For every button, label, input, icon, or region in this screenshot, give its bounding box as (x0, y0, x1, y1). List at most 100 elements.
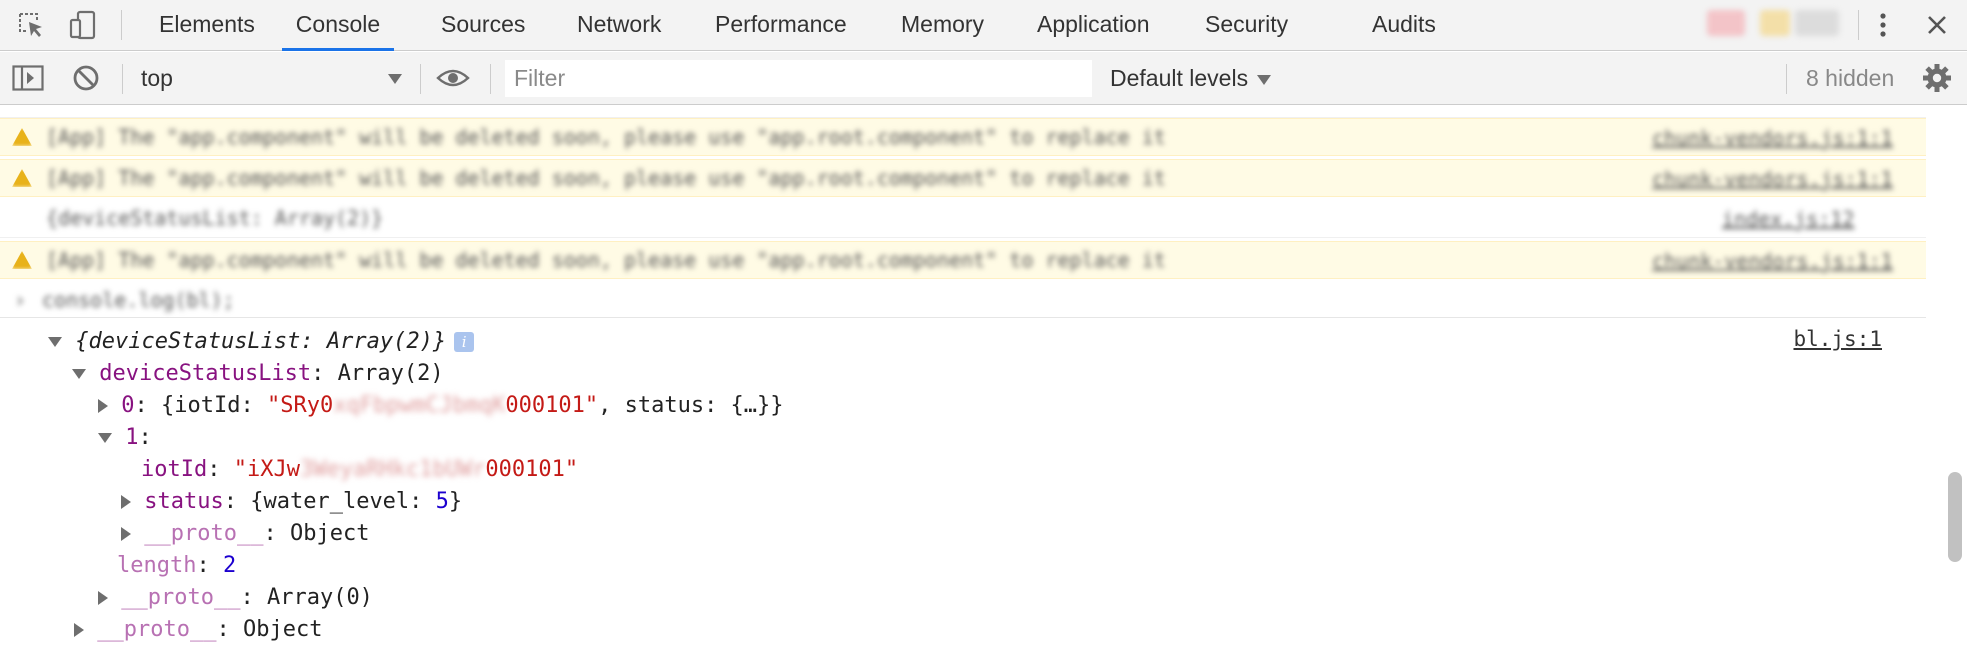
status-preview: {water_level: (250, 489, 436, 514)
tab-console[interactable]: Console (282, 0, 394, 51)
property-value: Object (289, 521, 370, 546)
iot-id-start: "iXJw (233, 457, 300, 482)
console-message (0, 106, 1926, 118)
property-value: Array(2) (337, 361, 444, 386)
property-key: iotId (141, 457, 208, 482)
info-icon[interactable]: i (454, 332, 475, 352)
property-row[interactable]: __proto__: Object (121, 519, 369, 549)
toolbar-divider (122, 64, 123, 94)
hidden-messages-count: 8 hidden (1806, 65, 1895, 91)
tab-application[interactable]: Application (1037, 11, 1150, 37)
property-key: __proto__ (97, 617, 217, 642)
expand-triangle-icon[interactable] (121, 527, 131, 541)
console-toolbar: top Default levels 8 hidden (0, 52, 1967, 105)
eye-icon[interactable] (436, 61, 470, 95)
object-summary-row[interactable]: {deviceStatusList: Array(2)}i (48, 327, 475, 357)
scrollbar-thumb[interactable] (1948, 472, 1962, 562)
context-selector[interactable]: top (128, 60, 410, 96)
tab-sources[interactable]: Sources (441, 11, 526, 37)
iot-id-end: 000101" (505, 393, 599, 418)
context-selector-value: top (141, 65, 173, 91)
more-menu-icon[interactable] (1866, 8, 1900, 42)
filter-input[interactable] (505, 60, 1092, 97)
message-source-link[interactable]: chunk-vendors.js:1:1 (1652, 249, 1893, 273)
chevron-down-icon (1257, 74, 1272, 85)
object-result: bl.js:1 {deviceStatusList: Array(2)}i de… (0, 319, 1926, 648)
expand-triangle-icon[interactable] (74, 623, 84, 637)
toolbar-divider (121, 10, 122, 40)
property-key: length (117, 553, 197, 578)
inspect-element-icon[interactable] (14, 8, 48, 42)
console-log-message[interactable]: {deviceStatusList: Array(2)} index.js:12 (0, 200, 1926, 238)
warning-icon (12, 169, 32, 187)
toolbar-divider (1858, 10, 1859, 40)
tab-audits[interactable]: Audits (1372, 11, 1436, 37)
message-source-link[interactable]: chunk-vendors.js:1:1 (1652, 167, 1893, 191)
property-value: Array(0) (266, 585, 373, 610)
property-row: iotId: "iXJw3WeyaRHkc1bUWr000101" (141, 457, 579, 482)
collapse-triangle-icon[interactable] (72, 369, 86, 379)
prompt-chevron: › (14, 288, 27, 312)
property-value: 2 (222, 553, 237, 578)
console-warning-message[interactable]: [App] The "app.component" will be delete… (0, 118, 1926, 156)
tab-elements[interactable]: Elements (159, 11, 255, 37)
property-value: Object (242, 617, 323, 642)
console-scrollbar[interactable] (1946, 106, 1967, 648)
close-icon[interactable] (1920, 8, 1954, 42)
message-text: console.log(bl); (42, 288, 235, 312)
property-key: deviceStatusList (99, 361, 312, 386)
item-preview-rest: , status: {…}} (598, 393, 784, 418)
tab-memory[interactable]: Memory (901, 11, 985, 37)
property-row[interactable]: status: {water_level: 5} (121, 487, 462, 517)
message-text: [App] The "app.component" will be delete… (46, 166, 1166, 190)
expand-triangle-icon[interactable] (98, 591, 108, 605)
console-warning-message[interactable]: [App] The "app.component" will be delete… (0, 159, 1926, 197)
chevron-down-icon (388, 74, 402, 84)
console-warning-message[interactable]: [App] The "app.component" will be delete… (0, 241, 1926, 279)
property-key: __proto__ (121, 585, 241, 610)
warning-count-text (1795, 10, 1839, 36)
iot-id-end: 000101" (485, 457, 579, 482)
console-input-echo: › console.log(bl); (0, 282, 1926, 318)
status-preview-close: } (448, 489, 463, 514)
collapse-triangle-icon[interactable] (48, 337, 62, 347)
sidebar-toggle-icon[interactable] (11, 61, 45, 95)
expand-triangle-icon[interactable] (121, 495, 131, 509)
property-key: __proto__ (144, 521, 264, 546)
message-text: [App] The "app.component" will be delete… (46, 248, 1166, 272)
array-item-0-row[interactable]: 0: {iotId: "SRy0xqFbpwmCJbmqK000101", st… (98, 391, 784, 421)
device-toggle-icon[interactable] (66, 8, 100, 42)
array-index: 0 (121, 393, 135, 418)
message-text: [App] The "app.component" will be delete… (46, 125, 1166, 149)
property-row[interactable]: deviceStatusList: Array(2) (72, 359, 444, 389)
error-count-badge[interactable] (1707, 10, 1745, 36)
message-source-link[interactable]: chunk-vendors.js:1:1 (1652, 126, 1893, 150)
property-row: length: 2 (117, 553, 237, 578)
item-preview: {iotId: (161, 393, 267, 418)
property-row[interactable]: __proto__: Array(0) (98, 583, 373, 613)
settings-gear-icon[interactable] (1920, 61, 1954, 95)
tab-security[interactable]: Security (1205, 11, 1289, 37)
message-text: {deviceStatusList: Array(2)} (46, 206, 384, 230)
source-link[interactable]: bl.js:1 (1793, 327, 1882, 351)
tab-network[interactable]: Network (577, 11, 662, 37)
expand-triangle-icon[interactable] (98, 399, 108, 413)
iot-id-redacted: 3WeyaRHkc1bUWr (299, 457, 486, 482)
tab-performance[interactable]: Performance (715, 11, 847, 37)
water-level-value: 5 (435, 489, 449, 514)
log-levels-dropdown[interactable]: Default levels (1110, 60, 1272, 96)
property-key: status (144, 489, 224, 514)
iot-id-start: "SRy0 (266, 393, 334, 418)
array-index: 1 (125, 425, 139, 450)
property-row[interactable]: __proto__: Object (74, 615, 322, 645)
warning-count-badge[interactable] (1760, 10, 1790, 36)
toolbar-divider (420, 64, 421, 94)
log-levels-label: Default levels (1110, 65, 1249, 91)
toolbar-divider (490, 64, 491, 94)
warning-icon (12, 251, 32, 269)
clear-console-icon[interactable] (69, 61, 103, 95)
console-messages: [App] The "app.component" will be delete… (0, 106, 1926, 648)
array-item-1-row[interactable]: 1: (98, 423, 152, 453)
collapse-triangle-icon[interactable] (98, 433, 112, 443)
message-source-link[interactable]: index.js:12 (1722, 207, 1855, 231)
